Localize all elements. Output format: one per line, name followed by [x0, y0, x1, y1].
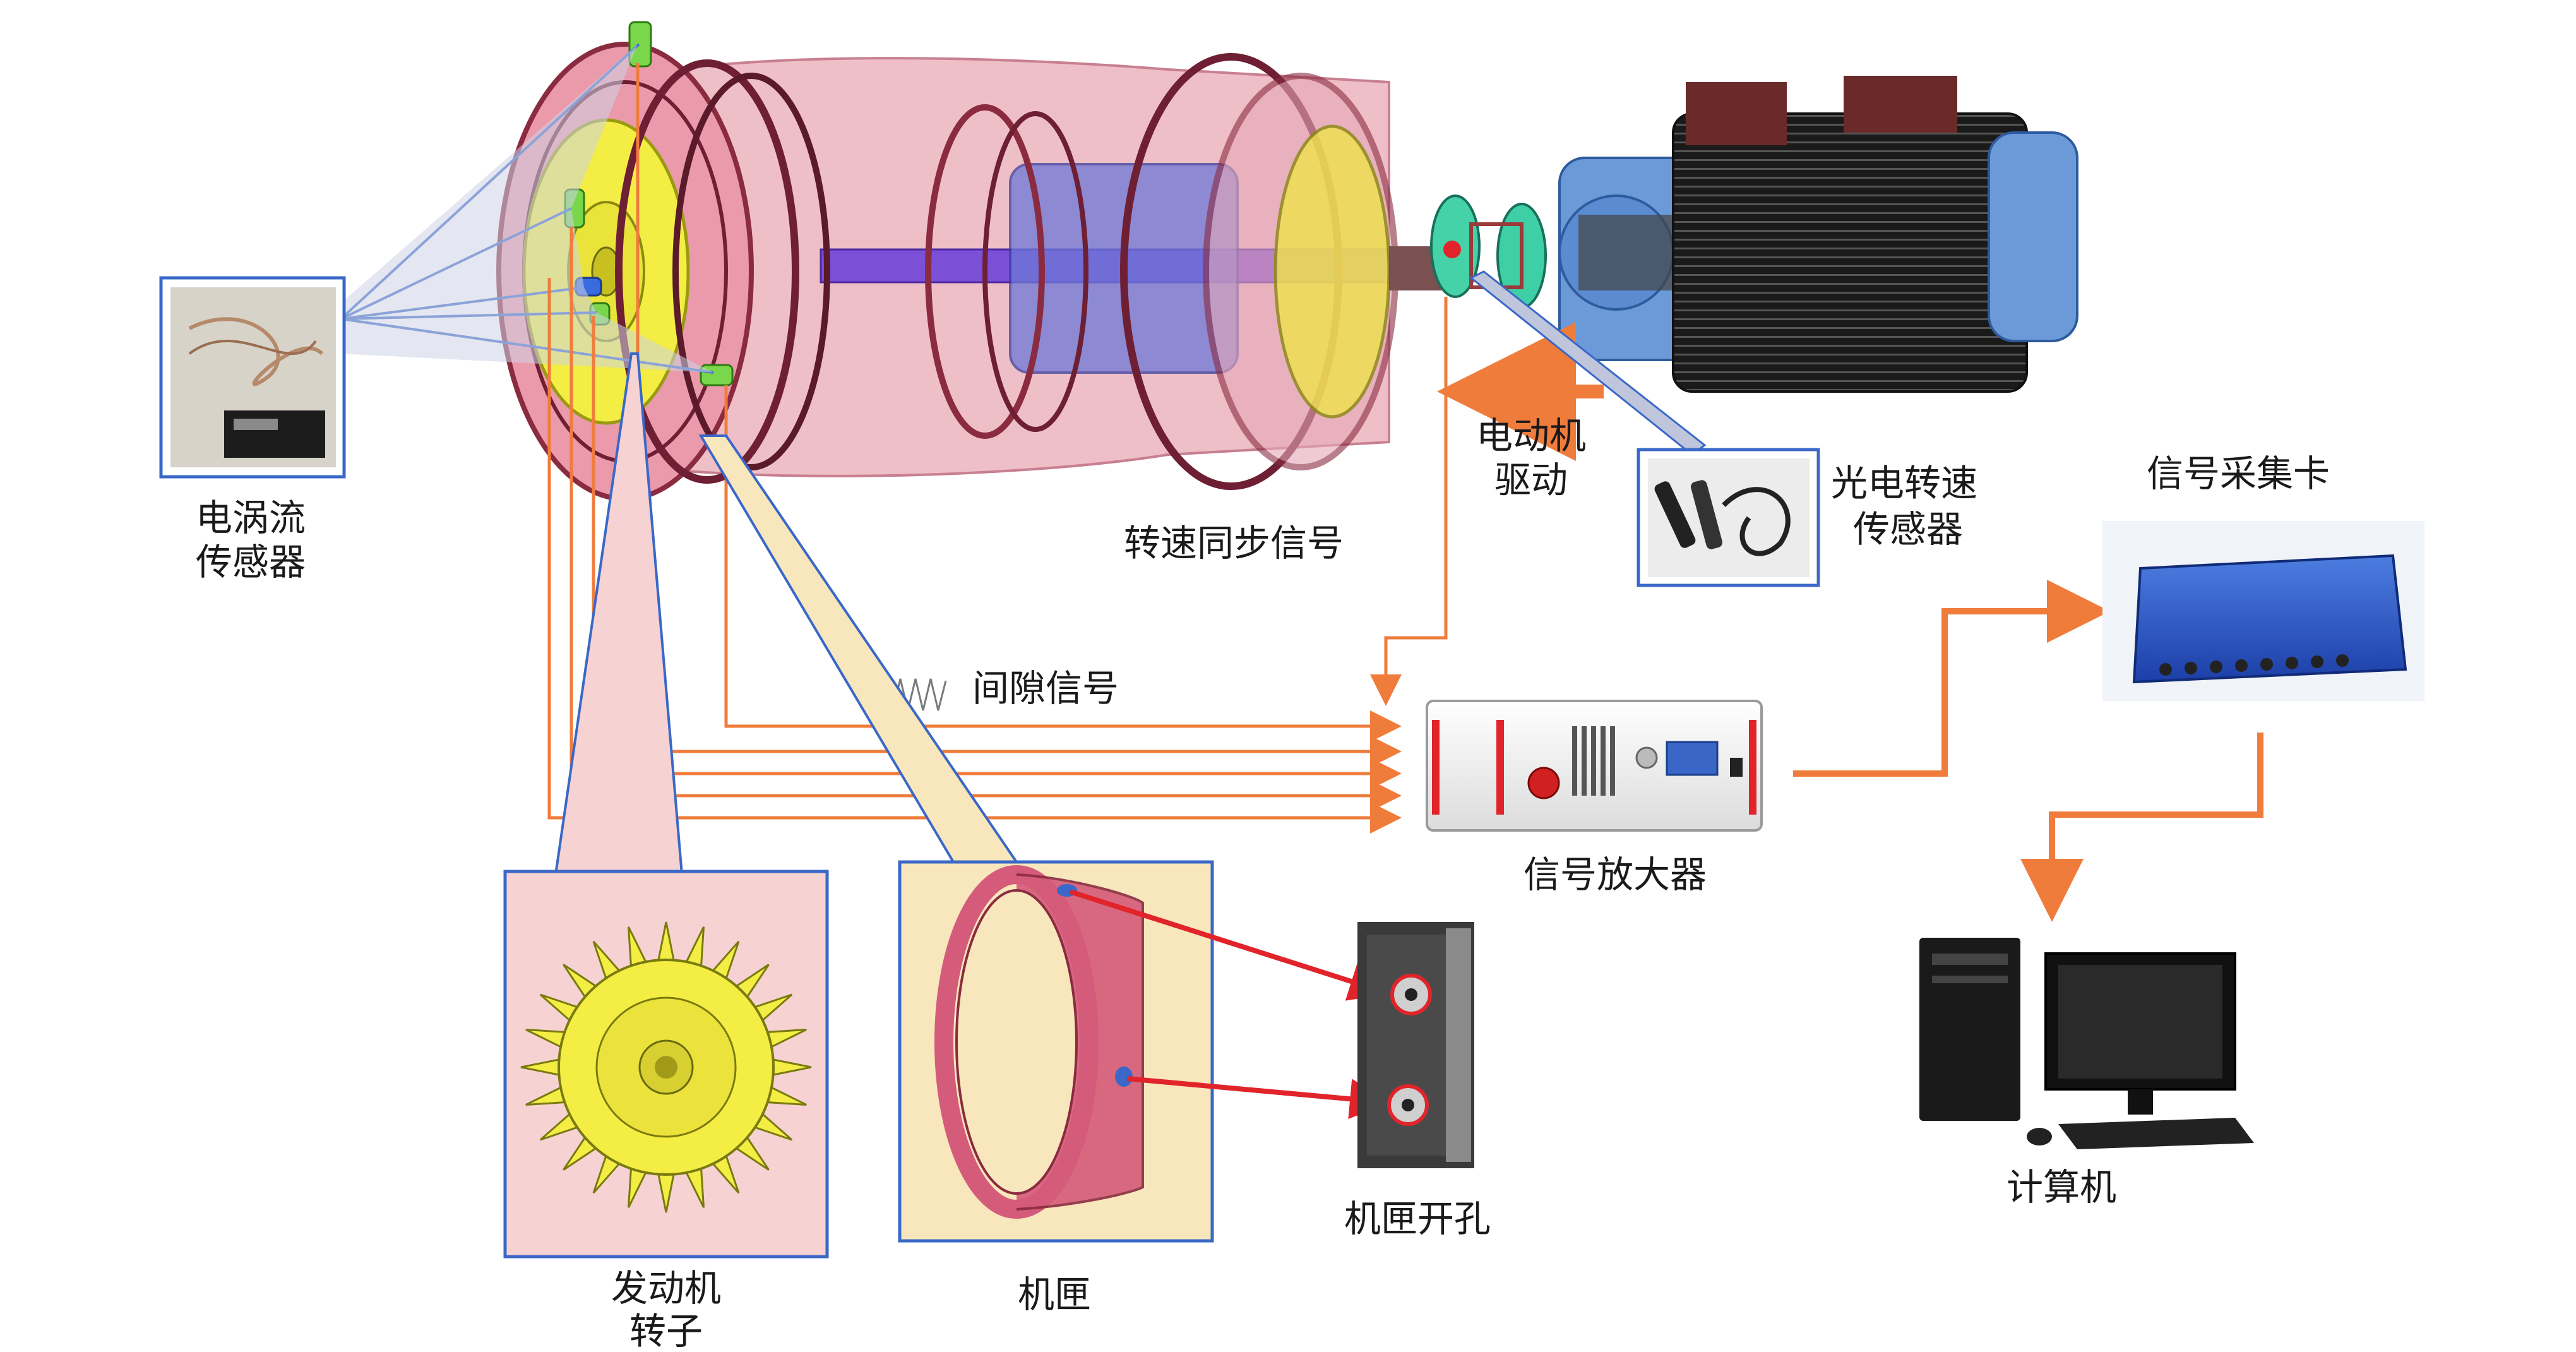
acq-card-label: 信号采集卡 [2147, 452, 2330, 495]
computer-label: 计算机 [2007, 1166, 2116, 1209]
casing-detail-panel [898, 860, 1214, 1243]
engine-test-rig [496, 42, 2078, 501]
casing-label: 机匣 [1018, 1273, 1091, 1316]
signal-amplifier [1426, 700, 1763, 832]
card-to-computer-line [2020, 733, 2263, 922]
eddy-sensor-label-2: 传感器 [196, 541, 306, 583]
photo-sensor-label-1: 光电转速 [1831, 462, 1977, 505]
photo-sensor-label-2: 传感器 [1853, 508, 1963, 551]
rotor-label-1: 发动机 [611, 1267, 721, 1310]
hole-arrow-top [1069, 889, 1390, 1001]
gap-signal-label: 间隙信号 [972, 667, 1119, 710]
acquisition-card [2102, 521, 2424, 701]
speed-sync-signal-label: 转速同步信号 [1124, 522, 1344, 565]
photo-sensor-photo [1637, 448, 1820, 587]
amplifier-label: 信号放大器 [1524, 853, 1707, 896]
rotor-detail-panel [503, 870, 829, 1259]
eddy-sensor-probes [564, 21, 734, 386]
casing-callout [698, 434, 1019, 863]
casing-holes-photo [1357, 922, 1474, 1168]
computer [1919, 938, 2254, 1149]
amp-to-card-line [1793, 580, 2110, 777]
casing-holes-label: 机匣开孔 [1344, 1197, 1491, 1240]
sensor-callout-fill [341, 44, 713, 373]
electric-motor [1558, 76, 2078, 393]
eddy-sensor-label-1: 电涡流 [196, 496, 306, 539]
motor-drive-label-1: 电动机 [1476, 414, 1586, 457]
eddy-sensor-photo [159, 276, 346, 479]
photo-sensor-callout [1469, 270, 1707, 456]
rotor-label-2: 转子 [629, 1310, 703, 1352]
motor-drive-label-2: 驱动 [1494, 458, 1568, 501]
hole-arrow-bottom [1126, 1076, 1390, 1120]
